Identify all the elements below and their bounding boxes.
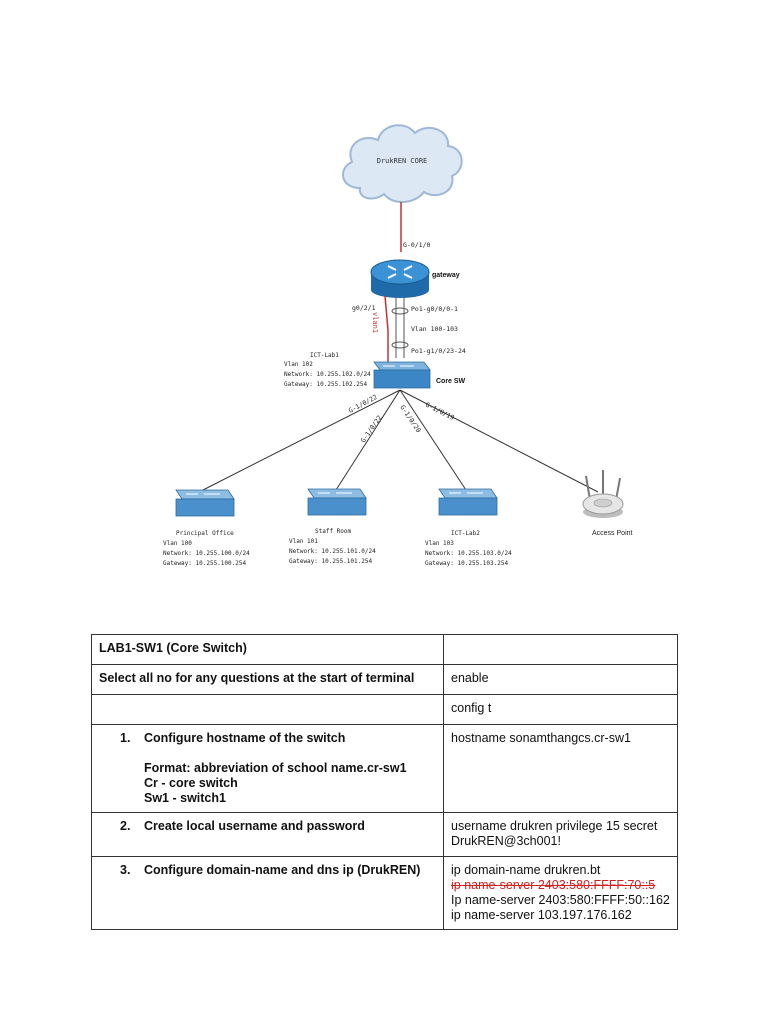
step1-title-line: 1. Configure hostname of the switch	[99, 731, 436, 746]
core-gateway: Gateway: 10.255.102.254	[284, 381, 367, 388]
ict-lab2-vlan: Vlan 103	[425, 540, 454, 547]
ict-lab2-gateway: Gateway: 10.255.103.254	[425, 560, 508, 567]
staff-room-network: Network: 10.255.101.0/24	[289, 548, 376, 555]
core-name: ICT-Lab1	[310, 352, 339, 359]
staff-room-name: Staff Room	[315, 528, 352, 535]
table-row: LAB1-SW1 (Core Switch)	[91, 634, 678, 665]
vlan1-line	[384, 295, 389, 362]
configuration-table: LAB1-SW1 (Core Switch) Select all no for…	[91, 634, 678, 930]
staff-room-gateway: Gateway: 10.255.101.254	[289, 558, 372, 565]
to-ap-label: G-1/0/19	[424, 401, 456, 422]
step1-sw1: Sw1 - switch1	[144, 791, 226, 805]
staff-room-vlan: Vlan 101	[289, 538, 318, 545]
link-principal-office	[202, 389, 401, 491]
to-staff-label: G-1/0/22	[359, 414, 384, 444]
po1-core-label: Po1-g1/0/23-24	[411, 347, 466, 355]
ict-lab2-name: ICT-Lab2	[451, 530, 480, 537]
access-point-label: Access Point	[592, 530, 633, 537]
table-row: 3. Configure domain-name and dns ip (Dru…	[91, 856, 678, 930]
row2-command: config t	[443, 694, 678, 725]
row1-instruction: Select all no for any questions at the s…	[91, 664, 444, 695]
step2-command-line1: username drukren privilege 15 secret	[451, 819, 658, 833]
po1-gw-label: Po1-g0/0/0-1	[411, 305, 458, 313]
table-row: 2. Create local username and password us…	[91, 812, 678, 857]
gateway-router-icon	[370, 259, 430, 298]
principal-office-vlan: Vlan 100	[163, 540, 192, 547]
step2-command: username drukren privilege 15 secret Dru…	[443, 812, 678, 857]
core-switch-label: Core SW	[436, 378, 466, 385]
principal-office-switch-icon	[175, 489, 235, 517]
staff-room-switch-icon	[307, 488, 367, 516]
link-access-point	[399, 389, 599, 493]
step1-title: Configure hostname of the switch	[144, 731, 346, 745]
principal-office-name: Principal Office	[176, 530, 234, 537]
link-ict-lab2	[399, 389, 467, 491]
step1-format: Format: abbreviation of school name.cr-s…	[144, 761, 407, 775]
g0-2-1-label: g0/2/1	[352, 304, 376, 312]
row1-command: enable	[443, 664, 678, 695]
step1-command: hostname sonamthangcs.cr-sw1	[443, 724, 678, 813]
principal-office-gateway: Gateway: 10.255.100.254	[163, 560, 246, 567]
to-principal-label: G-1/0/22	[347, 393, 378, 415]
drukren-core-cloud: DrukREN CORE	[342, 124, 463, 203]
access-point-icon	[582, 470, 624, 518]
step3-command-line1: ip domain-name drukren.bt	[451, 863, 601, 877]
step2-command-line2: DrukREN@3ch001!	[451, 834, 561, 848]
ict-lab2-network: Network: 10.255.103.0/24	[425, 550, 512, 557]
step3-title-line: 3. Configure domain-name and dns ip (Dru…	[99, 863, 436, 878]
port-channel-oval-bottom	[391, 341, 409, 349]
table-row: config t	[91, 694, 678, 725]
step2-instruction: 2. Create local username and password	[91, 812, 444, 857]
step3-command: ip domain-name drukren.bt ip name-server…	[443, 856, 678, 930]
core-vlan: Vlan 102	[284, 361, 313, 368]
step3-command-line3: ip name-server 103.197.176.162	[451, 908, 632, 922]
core-network: Network: 10.255.102.0/24	[284, 371, 371, 378]
step1-cr: Cr - core switch	[144, 776, 238, 790]
port-channel-oval-top	[391, 307, 409, 315]
table-row: 1. Configure hostname of the switch Form…	[91, 724, 678, 813]
step2-title: Create local username and password	[144, 819, 365, 833]
step3-number: 3.	[120, 863, 131, 877]
table-header-left: LAB1-SW1 (Core Switch)	[91, 634, 444, 665]
step2-title-line: 2. Create local username and password	[99, 819, 436, 834]
table-header-right	[443, 634, 678, 665]
cloud-label: DrukREN CORE	[377, 157, 428, 165]
step3-command-struck: ip name-server 2403:580:FFFF:70::5	[451, 878, 656, 892]
step3-command-line2: Ip name-server 2403:580:FFFF:50::162	[451, 893, 670, 907]
link-staff-room	[335, 389, 401, 491]
row2-instruction	[91, 694, 444, 725]
step1-number: 1.	[120, 731, 131, 745]
step1-instruction: 1. Configure hostname of the switch Form…	[91, 724, 444, 813]
gateway-label: gateway	[432, 272, 460, 279]
uplink-label: G-0/1/0	[403, 241, 430, 249]
vlan1-label: vlan1	[371, 312, 379, 333]
ict-lab2-switch-icon	[438, 488, 498, 516]
step2-number: 2.	[120, 819, 131, 833]
step3-instruction: 3. Configure domain-name and dns ip (Dru…	[91, 856, 444, 930]
step3-title: Configure domain-name and dns ip (DrukRE…	[144, 863, 421, 877]
core-switch-icon	[373, 361, 431, 389]
principal-office-network: Network: 10.255.100.0/24	[163, 550, 250, 557]
table-row: Select all no for any questions at the s…	[91, 664, 678, 695]
network-diagram: DrukREN CORE G-0/1/0 gateway vlan1 g0/2/…	[163, 124, 633, 567]
vlan-range-label: Vlan 100-103	[411, 325, 458, 333]
